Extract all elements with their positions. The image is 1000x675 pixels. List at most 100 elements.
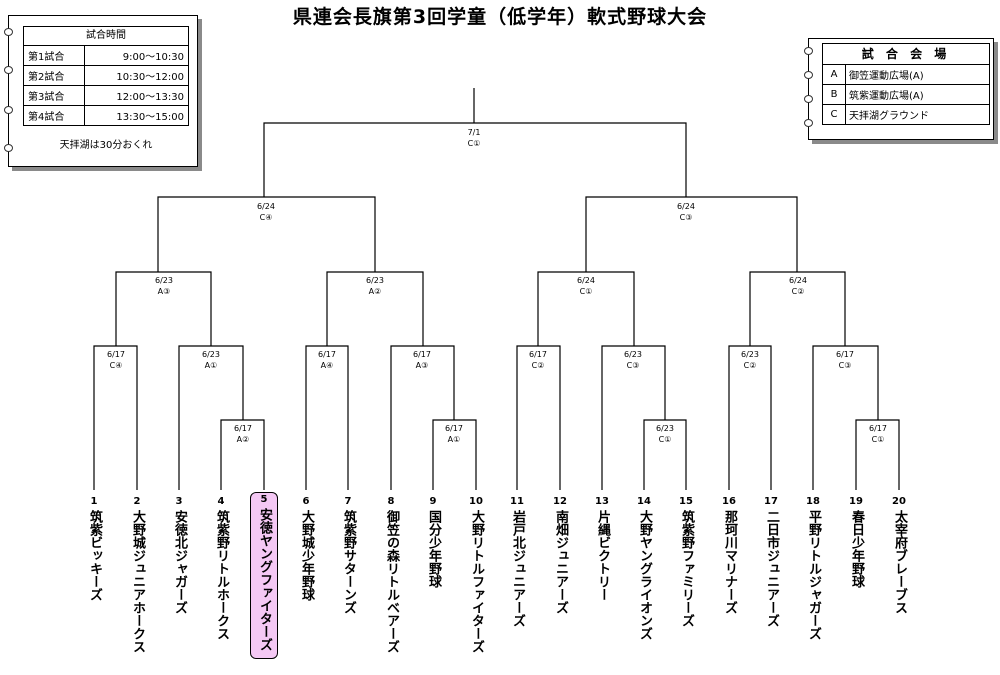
- match-date: 6/24: [257, 202, 275, 211]
- team-name: 大野城少年野球: [299, 510, 314, 601]
- team-number: 12: [553, 496, 567, 507]
- binder-ring-icon: [4, 66, 13, 74]
- match-label-r2-7: 6/23 C②: [726, 349, 774, 371]
- match-date: 6/24: [577, 276, 595, 285]
- bracket-line: [585, 196, 798, 272]
- match-date: 6/23: [624, 350, 642, 359]
- venue-name: 天拝湖グラウンド: [845, 104, 990, 125]
- match-date: 6/17: [445, 424, 463, 433]
- match-label-r2-3: 6/17 A④: [303, 349, 351, 371]
- team-number: 7: [344, 496, 352, 507]
- bracket-line: [115, 271, 212, 346]
- team-10: 10 大野リトルファイターズ: [464, 495, 488, 656]
- match-label-sf-1: 6/24 C④: [242, 201, 290, 223]
- match-venue: A①: [204, 361, 218, 370]
- team-name: 御笠の森リトルベアーズ: [384, 510, 399, 653]
- match-venue: C①: [467, 139, 481, 148]
- binder-ring-icon: [4, 28, 13, 36]
- team-name: 那珂川マリナーズ: [722, 510, 737, 614]
- match-venue: C④: [109, 361, 123, 370]
- team-16: 16 那珂川マリナーズ: [717, 495, 741, 617]
- team-15: 15 筑紫野ファミリーズ: [674, 495, 698, 630]
- team-11: 11 岩戸北ジュニアーズ: [505, 495, 529, 630]
- table-row: 第3試合 12:00〜13:30: [22, 85, 189, 106]
- match-label-r3-3: 6/24 C①: [562, 275, 610, 297]
- table-row: 第4試合 13:30〜15:00: [22, 105, 189, 126]
- match-time-table: 第1試合 9:00〜10:30 第2試合 10:30〜12:00 第3試合 12…: [22, 45, 189, 126]
- team-number: 6: [302, 496, 310, 507]
- match-label-r2-2: 6/23 A①: [187, 349, 235, 371]
- match-venue: A②: [368, 287, 382, 296]
- match-venue: A④: [320, 361, 334, 370]
- match-venue: C③: [679, 213, 693, 222]
- match-label-r3-4: 6/24 C②: [774, 275, 822, 297]
- match-label-sf-2: 6/24 C③: [662, 201, 710, 223]
- match-venue: C②: [791, 287, 805, 296]
- team-19: 19 春日少年野球: [844, 495, 868, 591]
- match-label-r2-8: 6/17 C③: [821, 349, 869, 371]
- team-number: 14: [637, 496, 651, 507]
- team-13: 13 片縄ビクトリー: [590, 495, 614, 604]
- team-6: 6 大野城少年野球: [294, 495, 318, 604]
- match-label: 第4試合: [22, 105, 86, 126]
- team-4: 4 筑紫野リトルホークス: [209, 495, 233, 643]
- team-number: 20: [892, 496, 906, 507]
- team-name: 筑紫野リトルホークス: [214, 510, 229, 640]
- match-venue: C②: [743, 361, 757, 370]
- binder-ring-icon: [804, 71, 813, 79]
- match-label-r2-4: 6/17 A③: [398, 349, 446, 371]
- match-label-r3-2: 6/23 A②: [351, 275, 399, 297]
- match-label-r2-6: 6/23 C③: [609, 349, 657, 371]
- match-venue: A③: [157, 287, 171, 296]
- team-number: 2: [133, 496, 141, 507]
- team-name: 平野リトルジャガーズ: [806, 510, 821, 640]
- team-name: 国分少年野球: [426, 510, 441, 588]
- team-number: 19: [849, 496, 863, 507]
- match-venue: C③: [838, 361, 852, 370]
- match-date: 6/17: [234, 424, 252, 433]
- match-date: 7/1: [467, 128, 481, 137]
- match-venue: C①: [871, 435, 885, 444]
- match-date: 6/17: [107, 350, 125, 359]
- venue-panel: 試 合 会 場 A 御笠運動広場(A) B 筑紫運動広場(A) C 天拝湖グラウ…: [804, 38, 994, 140]
- match-venue: C①: [658, 435, 672, 444]
- binder-ring-icon: [804, 95, 813, 103]
- team-3: 3 安徳北ジャガーズ: [167, 495, 191, 617]
- team-number: 15: [679, 496, 693, 507]
- binder-ring-icon: [4, 106, 13, 114]
- team-2: 2 大野城ジュニアホークス: [125, 495, 149, 656]
- team-name: 二日市ジュニアーズ: [764, 510, 779, 627]
- team-number: 5: [260, 494, 268, 505]
- team-17: 17 二日市ジュニアーズ: [759, 495, 783, 630]
- match-venue: A②: [236, 435, 250, 444]
- match-label-r2-1: 6/17 C④: [92, 349, 140, 371]
- team-18: 18 平野リトルジャガーズ: [801, 495, 825, 643]
- match-time-panel: 試合時間 第1試合 9:00〜10:30 第2試合 10:30〜12:00 第3…: [4, 15, 198, 167]
- bracket-line: [157, 196, 376, 272]
- match-date: 6/17: [318, 350, 336, 359]
- team-name: 太宰府ブレーブス: [892, 510, 907, 614]
- match-date: 6/24: [677, 202, 695, 211]
- team-name: 筑紫野サターンズ: [341, 510, 356, 614]
- team-number: 11: [510, 496, 524, 507]
- match-venue: A①: [447, 435, 461, 444]
- team-name: 安徳ヤングファイターズ: [257, 508, 272, 651]
- table-row: 第1試合 9:00〜10:30: [22, 45, 189, 66]
- team-20: 20 太宰府ブレーブス: [887, 495, 911, 617]
- schedule-note: 天拝湖は30分おくれ: [59, 140, 153, 151]
- team-number: 17: [764, 496, 778, 507]
- team-name: 春日少年野球: [849, 510, 864, 588]
- match-label-r1-c: 6/23 C①: [641, 423, 689, 445]
- match-venue: C②: [531, 361, 545, 370]
- match-date: 6/17: [413, 350, 431, 359]
- team-8: 8 御笠の森リトルベアーズ: [379, 495, 403, 656]
- page-title: 県連会長旗第3回学童（低学年）軟式野球大会: [292, 6, 708, 28]
- match-date: 6/23: [656, 424, 674, 433]
- match-label-r3-1: 6/23 A③: [140, 275, 188, 297]
- team-number: 16: [722, 496, 736, 507]
- match-venue: C④: [259, 213, 273, 222]
- match-date: 6/23: [366, 276, 384, 285]
- table-row: C 天拝湖グラウンド: [822, 104, 990, 125]
- team-name: 筑紫ビッキーズ: [87, 510, 102, 601]
- match-time: 13:30〜15:00: [84, 105, 189, 126]
